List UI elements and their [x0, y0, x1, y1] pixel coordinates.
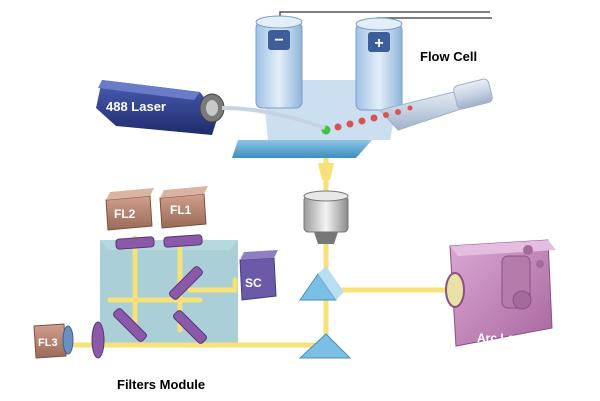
beam-splitter-prism [299, 266, 344, 301]
laser-label: 488 Laser [106, 99, 166, 114]
flow-cell-assembly: − + [232, 11, 493, 158]
flow-cell-label: Flow Cell [420, 49, 477, 64]
lens-fl3 [62, 325, 74, 355]
dichroic-mirror-2 [113, 308, 147, 342]
beam-to-sc [187, 277, 238, 293]
objective-lens [303, 163, 349, 244]
cells-in-stream [334, 105, 413, 131]
detector-fl1: FL1 [159, 186, 208, 229]
fl1-label: FL1 [170, 203, 192, 217]
arc-lamp-aperture [445, 272, 465, 308]
detector-fl2: FL2 [105, 188, 154, 231]
sc-label: SC [245, 276, 262, 290]
electrode-minus-label: − [274, 32, 283, 49]
detector-sc: SC [239, 250, 278, 301]
dichroic-mirror-3 [173, 310, 207, 344]
fl2-label: FL2 [114, 207, 136, 221]
dichroic-mirror-1 [169, 266, 203, 300]
arc-lamp-label: Arc Lamp [477, 331, 532, 345]
laser-fiber [221, 106, 326, 130]
flow-cell-stage [232, 140, 372, 158]
filter-fl1 [163, 234, 203, 248]
bottom-prism [298, 333, 352, 359]
filters-module-label: Filters Module [117, 377, 205, 392]
arc-lamp: Arc Lamp [445, 239, 556, 347]
detector-fl3: FL3 [33, 323, 67, 359]
filter-mirrors [62, 234, 207, 359]
light-beams [72, 147, 453, 348]
laser-488: 488 Laser [96, 80, 326, 135]
fl3-label: FL3 [38, 337, 58, 349]
filter-fl3 [91, 321, 105, 359]
filter-fl2 [115, 236, 155, 250]
electrode-plus-label: + [374, 35, 383, 52]
